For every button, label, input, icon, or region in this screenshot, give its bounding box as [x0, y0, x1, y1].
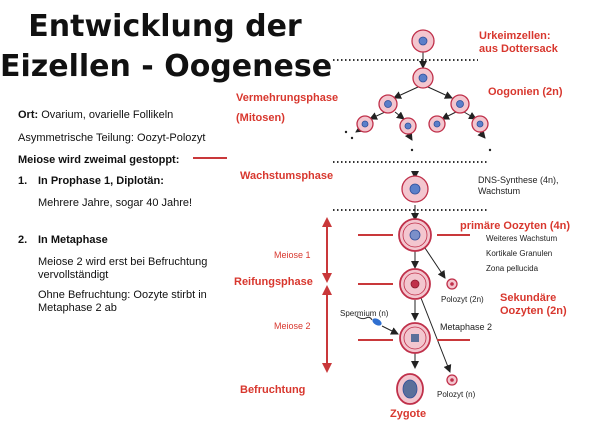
primordial-germ-cells-label: Urkeimzellen: — [479, 30, 551, 42]
list-item-1-number: 1. — [18, 175, 28, 187]
meiosis-2-label: Meiose 2 — [274, 321, 311, 331]
phase-proliferation: Vermehrungsphase — [236, 92, 339, 104]
cortical-granules-label: Kortikale Granulen — [486, 249, 553, 258]
sperm-icon — [355, 315, 399, 335]
phase-proliferation-sub: (Mitosen) — [236, 112, 285, 124]
phase-growth: Wachstumsphase — [240, 170, 334, 182]
list-item-1-title: In Prophase 1, Diplotän: — [38, 175, 164, 187]
primary-oocytes-label: primäre Oozyten (4n) — [460, 220, 571, 232]
secondary-oocytes-label: Sekundäre — [500, 292, 557, 304]
asymmetric-division-note: Asymmetrische Teilung: Oozyt-Polozyt — [18, 132, 206, 144]
polar-body-2-label: Polozyt (n) — [437, 390, 476, 399]
location-note: Ort: Ovarium, ovarielle Follikeln — [18, 108, 173, 122]
list-item-2-number: 2. — [18, 234, 28, 246]
list-item-2-detail-d: Metaphase 2 ab — [38, 302, 117, 314]
page-title-line2: Eizellen - Oogenese — [0, 49, 333, 84]
further-growth-label: Weiteres Wachstum — [486, 234, 558, 243]
phase-maturation: Reifungsphase — [234, 276, 313, 288]
meiosis-1-label: Meiose 1 — [274, 250, 311, 260]
dna-synthesis-label: DNS-Synthese (4n), — [478, 175, 559, 185]
page-title-line1: Entwicklung der — [28, 9, 302, 44]
metaphase-2-label: Metaphase 2 — [440, 322, 493, 332]
list-item-2-detail-a: Meiose 2 wird erst bei Befruchtung — [38, 256, 208, 268]
list-item-1-detail: Mehrere Jahre, sogar 40 Jahre! — [38, 197, 193, 209]
sperm-label: Spermium (n) — [340, 309, 389, 318]
primordial-germ-cells-origin: aus Dottersack — [479, 43, 558, 55]
polar-body-1-label: Polozyt (2n) — [441, 295, 484, 304]
oogonia-label: Oogonien (2n) — [488, 86, 563, 98]
zygote-label: Zygote — [390, 408, 427, 420]
cells — [356, 29, 489, 405]
list-item-2-detail-b: vervollständigt — [38, 269, 109, 281]
zona-pellucida-label: Zona pellucida — [486, 264, 539, 273]
list-item-2-title: In Metaphase — [38, 234, 108, 246]
list-item-2-detail-c: Ohne Befruchtung: Oozyte stirbt in — [38, 289, 207, 301]
growth-label: Wachstum — [478, 186, 521, 196]
phase-fertilization: Befruchtung — [240, 384, 306, 396]
location-value: Ovarium, ovarielle Follikeln — [41, 109, 174, 121]
location-label: Ort: — [18, 109, 39, 121]
meiosis-stop-note: Meiose wird zweimal gestoppt: — [18, 154, 180, 166]
secondary-oocytes-ploidy: Oozyten (2n) — [500, 305, 567, 317]
